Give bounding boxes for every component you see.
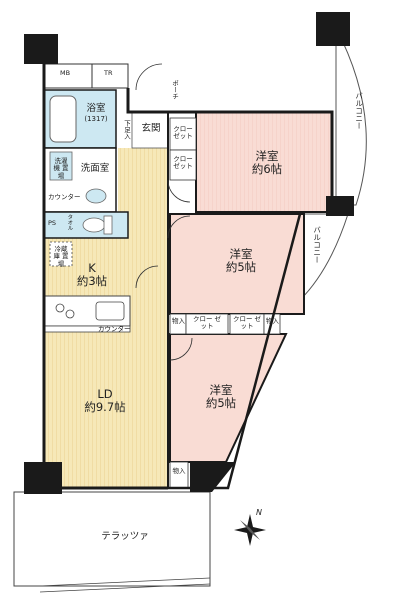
fridge-label: 冷蔵庫 置場 <box>53 245 69 268</box>
balcony-upper <box>335 27 367 206</box>
closet-d-label: クロー ゼット <box>232 315 262 331</box>
ld-label: LD 約9.7帖 <box>84 387 126 415</box>
shoe-box-label: 下足入 <box>122 120 131 140</box>
storage-c-label: 物入 <box>172 467 186 475</box>
tr-label: TR <box>104 69 113 77</box>
western-room-2-label: 洋室 約5帖 <box>225 247 257 275</box>
kitchen-label: K 約3帖 <box>76 261 108 289</box>
terrace <box>13 491 211 587</box>
ps-label: PS <box>48 219 57 227</box>
porch-label: ポーチ <box>170 80 179 100</box>
balcony-upper-label: バルコニー <box>354 92 364 130</box>
entrance-label: 玄関 <box>141 123 161 134</box>
washer-label: 洗濯機 置場 <box>53 157 69 180</box>
closet-a-label: クロー ゼット <box>173 125 193 141</box>
mb-label: MB <box>60 69 71 77</box>
storage-a-label: 物入 <box>172 317 185 325</box>
balcony-lower-label: バルコニー <box>312 226 322 264</box>
towel-label: タオル <box>66 214 73 231</box>
bath-label: 浴室 (1317) <box>84 103 108 123</box>
counter-wash-label: カウンター <box>48 193 81 201</box>
storage-b-label: 物入 <box>266 317 279 325</box>
compass-north-label: N <box>256 508 262 517</box>
western-room-1-label: 洋室 約6帖 <box>251 149 283 177</box>
closet-b-label: クロー ゼット <box>173 155 193 171</box>
western-room-3-label: 洋室 約5帖 <box>205 383 237 411</box>
entrance-floor <box>131 111 169 149</box>
balcony-lower <box>299 213 349 302</box>
washroom-label: 洗面室 <box>80 163 110 174</box>
fridge-space <box>49 241 73 267</box>
terrace-label: テラッツァ <box>101 531 149 542</box>
compass-icon <box>234 514 266 546</box>
closet-c-label: クロー ゼット <box>192 315 222 331</box>
counter-kitchen-label: カウンター <box>98 325 131 333</box>
